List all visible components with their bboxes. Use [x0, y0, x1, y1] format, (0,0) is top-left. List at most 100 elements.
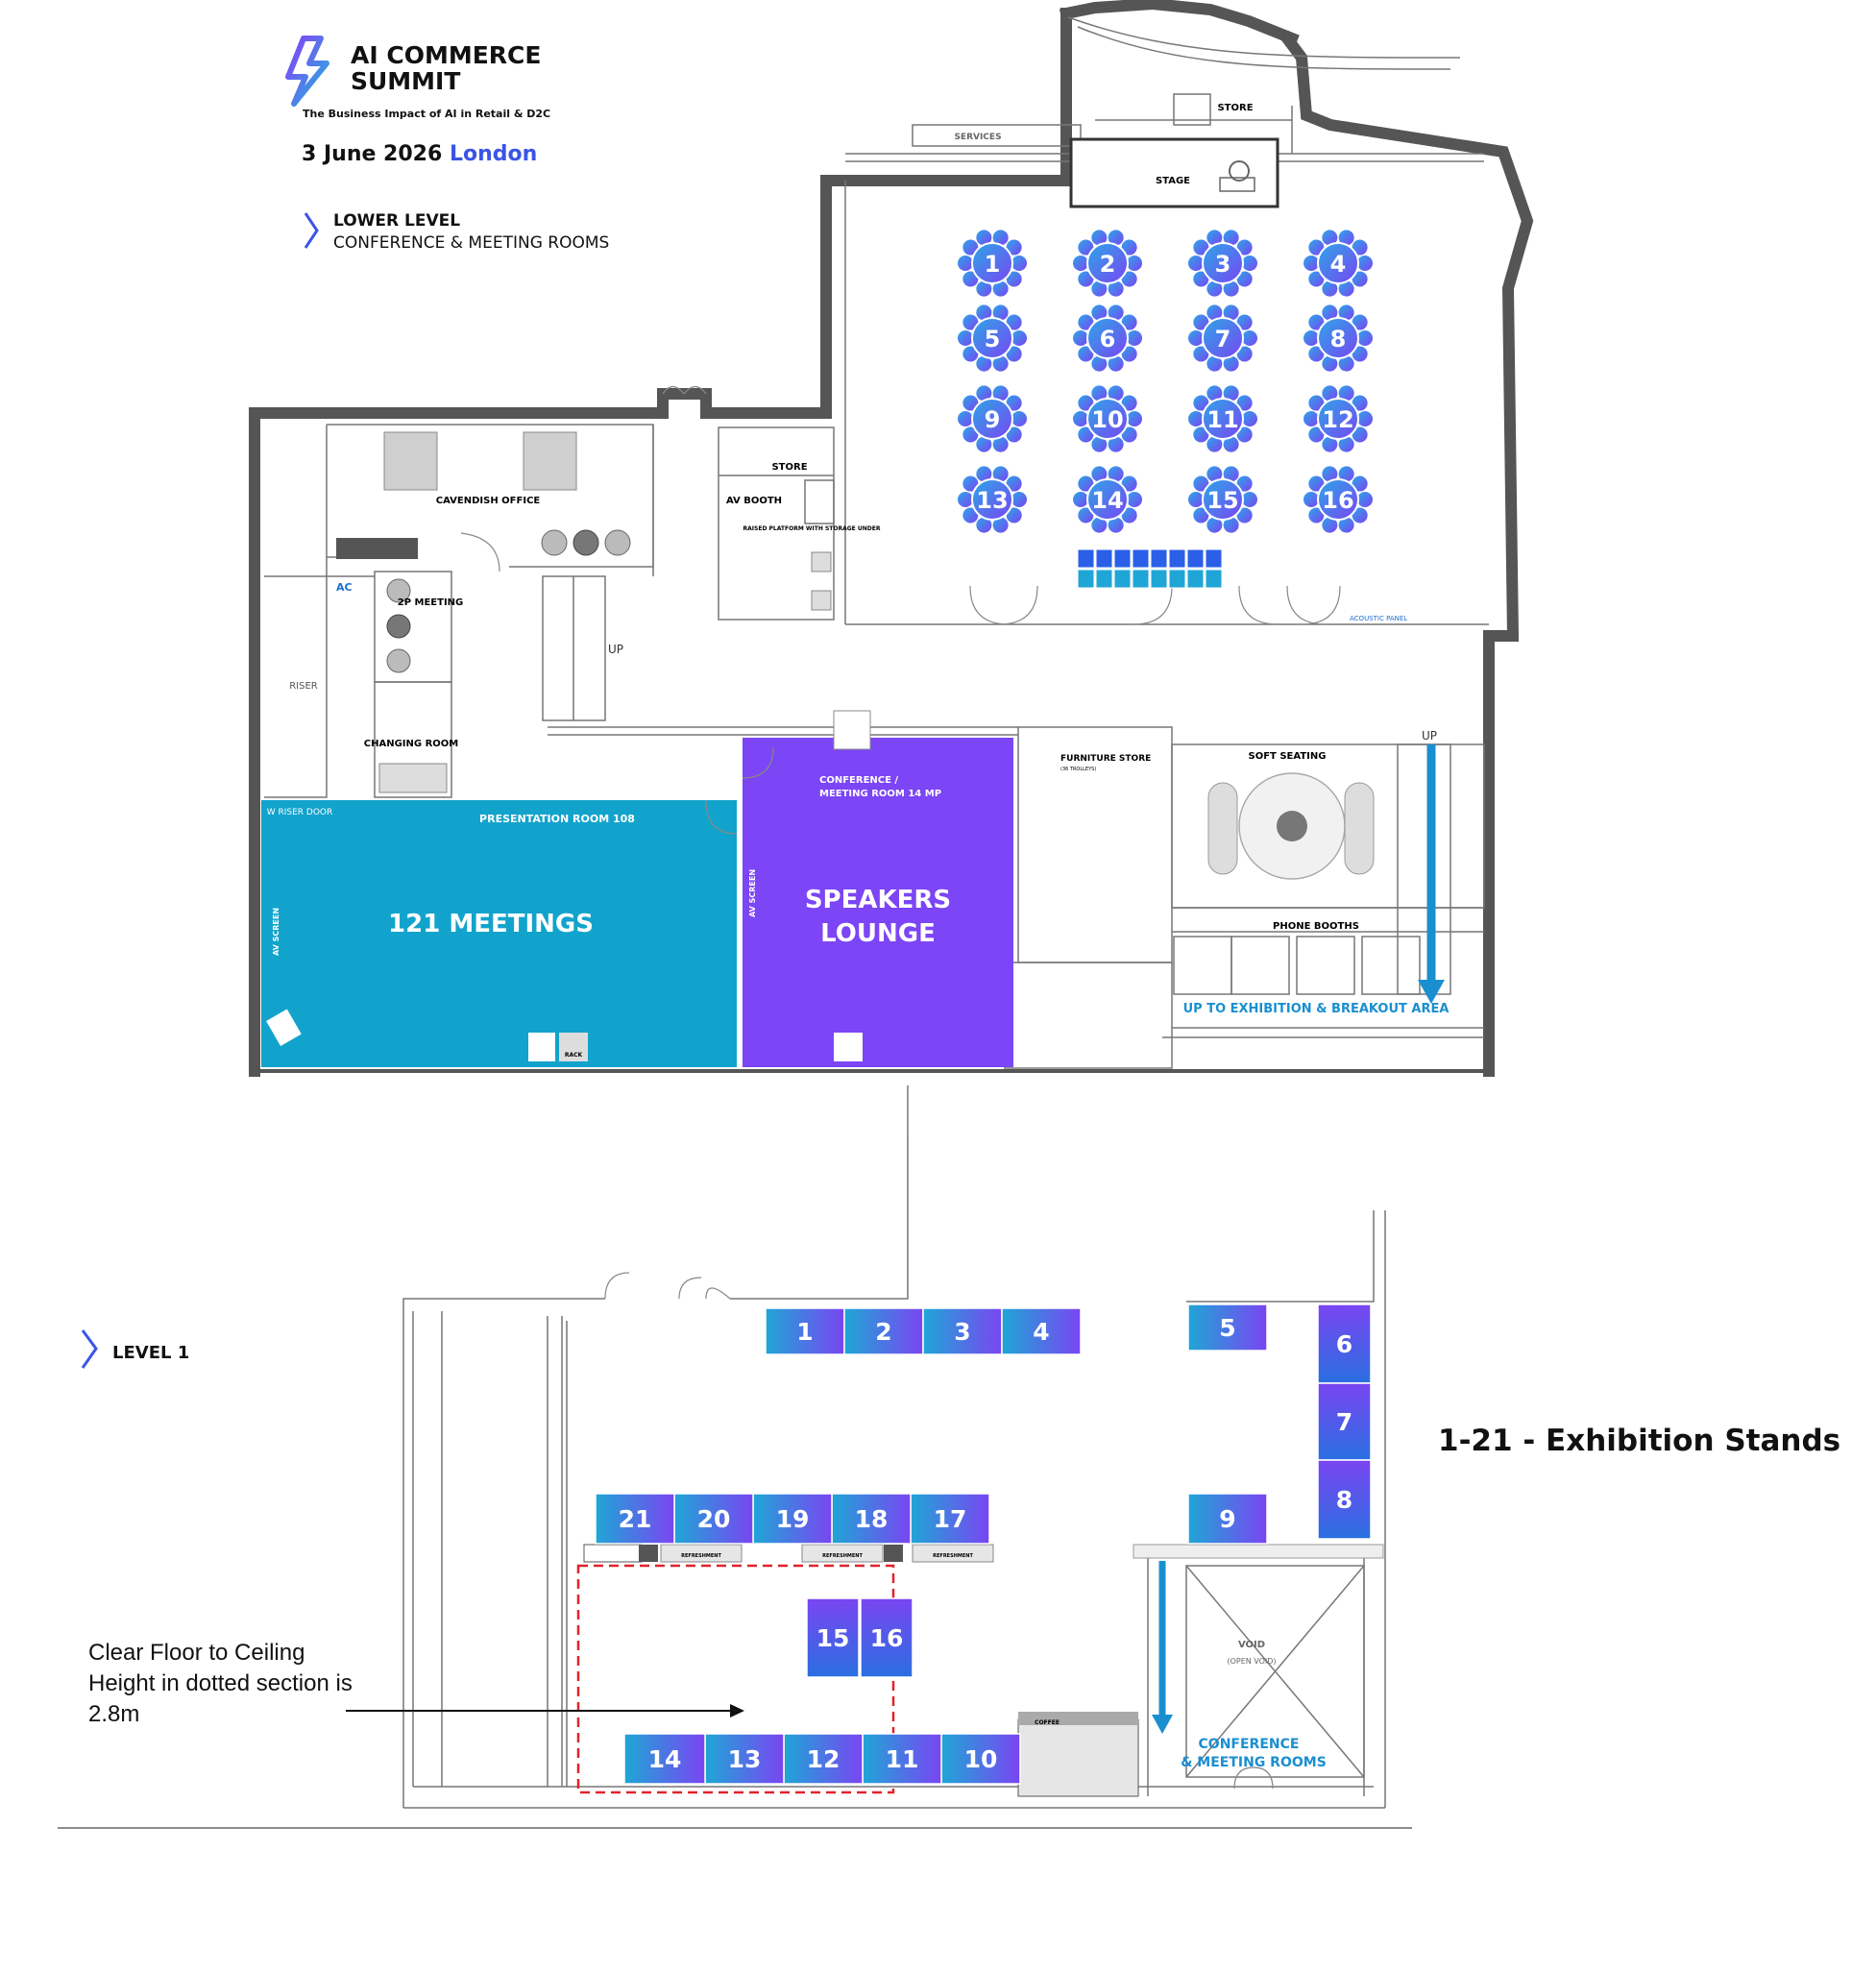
up-arrow-icon [1418, 744, 1445, 1004]
label-coffee: COFFEE [1035, 1719, 1060, 1726]
label-conference-room-b: MEETING ROOM 14 MP [819, 789, 941, 799]
label-refreshment-1: REFRESHMENT [681, 1553, 721, 1559]
stand-box [752, 1493, 833, 1545]
label-2p-meeting: 2P MEETING [398, 597, 464, 608]
table-14: 14 [1073, 466, 1142, 533]
table-11: 11 [1188, 385, 1257, 452]
stand-10: 10 [940, 1733, 1021, 1785]
chair [1322, 466, 1338, 482]
table-15: 15 [1188, 466, 1257, 533]
chair [1338, 436, 1354, 452]
table-number: 15 [1206, 487, 1238, 514]
chair [1223, 436, 1239, 452]
stand-number: 1 [796, 1318, 813, 1346]
chair [1308, 395, 1325, 411]
chair [1127, 256, 1142, 271]
chair [1303, 492, 1319, 507]
table-10: 10 [1073, 385, 1142, 452]
chair [1193, 426, 1209, 443]
stand-4: 4 [1001, 1307, 1082, 1355]
table-number: 4 [1330, 251, 1347, 278]
chair [1078, 346, 1094, 362]
table-13: 13 [958, 466, 1027, 533]
chair [962, 271, 979, 287]
chair [1308, 426, 1325, 443]
label-av-booth: AV BOOTH [726, 496, 782, 506]
label-presentation-room: PRESENTATION ROOM 108 [479, 813, 635, 825]
front-seat [1168, 548, 1186, 569]
label-soft-seating: SOFT SEATING [1249, 751, 1327, 762]
table-4: 4 [1303, 230, 1373, 297]
label-up-exhibition: UP TO EXHIBITION & BREAKOUT AREA [1183, 1002, 1450, 1016]
table-number: 16 [1322, 487, 1353, 514]
stand-number: 12 [807, 1745, 841, 1773]
chair [1188, 330, 1204, 346]
chair [976, 355, 992, 372]
stand-box [1187, 1493, 1268, 1545]
label-riser-door: W RISER DOOR [267, 808, 333, 817]
chair [1193, 507, 1209, 524]
chair [1352, 475, 1368, 492]
chair [976, 230, 992, 246]
table-top [1317, 242, 1359, 284]
chair [1357, 330, 1373, 346]
stand-3: 3 [922, 1307, 1003, 1355]
stand-box [1317, 1459, 1372, 1540]
chair [1338, 280, 1354, 297]
label-refreshment-3: REFRESHMENT [933, 1553, 973, 1559]
chair [1091, 385, 1108, 402]
front-seat [1150, 548, 1168, 569]
stand-box [673, 1493, 754, 1545]
chair [962, 346, 979, 362]
front-seat [1132, 548, 1150, 569]
stand-number: 2 [875, 1318, 891, 1346]
chair [1011, 492, 1027, 507]
table-top [1086, 398, 1129, 440]
stand-12: 12 [783, 1733, 864, 1785]
chair [1078, 475, 1094, 492]
chair [1322, 517, 1338, 533]
cavendish-desks [336, 431, 832, 793]
chair [1091, 230, 1108, 246]
front-seat [1168, 569, 1186, 589]
front-seat [1095, 548, 1113, 569]
stand-11: 11 [862, 1733, 942, 1785]
chair [1223, 466, 1239, 482]
table-number: 13 [976, 487, 1008, 514]
chair [1236, 346, 1253, 362]
table-number: 9 [985, 406, 1001, 433]
chair [1193, 395, 1209, 411]
table-9: 9 [958, 385, 1027, 452]
stand-number: 5 [1219, 1314, 1235, 1342]
table-top [1202, 242, 1244, 284]
lightning-bolt-icon [285, 36, 329, 107]
table-top [1317, 478, 1359, 521]
chair [1357, 492, 1373, 507]
chair [1303, 330, 1319, 346]
chair [1303, 256, 1319, 271]
chair [1091, 436, 1108, 452]
label-services: SERVICES [954, 133, 1001, 142]
stand-box [1317, 1382, 1372, 1461]
chair [1006, 346, 1022, 362]
logo-title: AI COMMERCE SUMMIT [351, 41, 542, 95]
label-void: VOID [1238, 1640, 1265, 1650]
chair [992, 230, 1009, 246]
stand-8: 8 [1317, 1459, 1372, 1540]
stand-number: 13 [728, 1745, 762, 1773]
chair [1091, 304, 1108, 321]
chair [958, 411, 973, 426]
label-store-top: STORE [1217, 103, 1253, 113]
lower-level-title: LOWER LEVEL [333, 211, 461, 231]
stands-legend: 1-21 - Exhibition Stands [1438, 1424, 1841, 1458]
chair [1193, 346, 1209, 362]
chair [1338, 466, 1354, 482]
table-top [971, 398, 1013, 440]
table-number: 14 [1091, 487, 1123, 514]
chair [1223, 517, 1239, 533]
front-seat [1186, 548, 1205, 569]
label-phone-booths: PHONE BOOTHS [1273, 921, 1359, 932]
front-seat [1150, 569, 1168, 589]
table-6: 6 [1073, 304, 1142, 372]
